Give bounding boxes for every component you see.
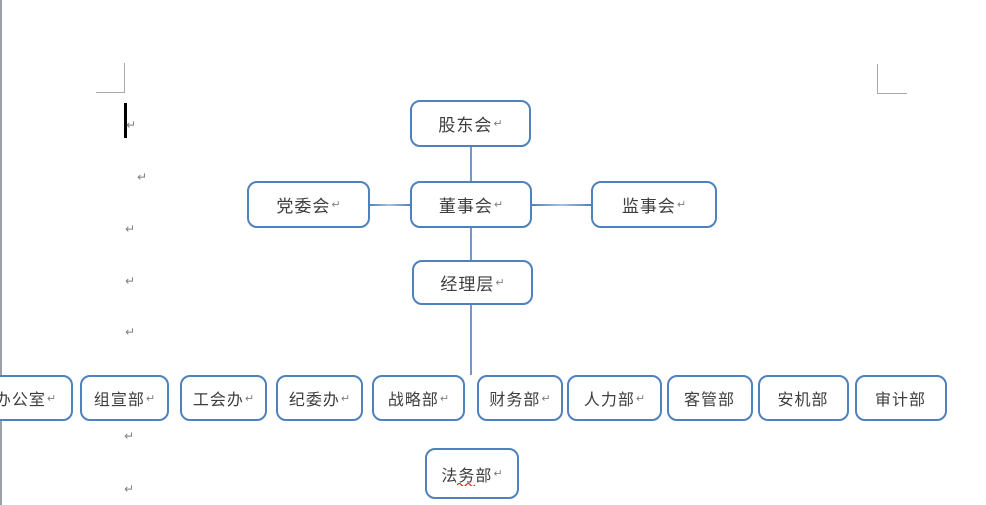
org-node-label: 审计部 bbox=[874, 392, 926, 409]
org-node-human-resources-dept[interactable]: 人力部↵ bbox=[567, 375, 662, 421]
connector-party-board[interactable] bbox=[369, 204, 410, 206]
paragraph-mark: ↵ bbox=[126, 118, 137, 132]
paragraph-mark: ↵ bbox=[125, 325, 136, 339]
text-boundary-mark-top-right bbox=[877, 64, 907, 94]
text-cursor bbox=[124, 103, 127, 138]
paragraph-mark: ↵ bbox=[340, 391, 351, 405]
org-node-board-of-directors[interactable]: 董事会↵ bbox=[410, 181, 532, 228]
org-node-supervisory-board[interactable]: 监事会↵ bbox=[591, 181, 717, 228]
paragraph-mark: ↵ bbox=[137, 170, 148, 184]
org-node-label: 纪委办 bbox=[288, 392, 340, 409]
org-node-label: 党委会 bbox=[276, 197, 331, 216]
org-node-label: 董事会 bbox=[438, 197, 493, 216]
paragraph-mark: ↵ bbox=[439, 391, 450, 405]
org-node-general-office[interactable]: 办公室↵ bbox=[0, 375, 73, 421]
org-node-label: 股东会 bbox=[438, 116, 493, 135]
org-node-organization-publicity-dept[interactable]: 组宣部↵ bbox=[80, 375, 169, 421]
spellcheck-squiggle bbox=[457, 482, 475, 486]
org-node-legal-dept[interactable]: 法务部↵ bbox=[425, 448, 519, 499]
org-node-finance-dept[interactable]: 财务部↵ bbox=[477, 375, 563, 421]
paragraph-mark: ↵ bbox=[145, 391, 156, 405]
paragraph-mark: ↵ bbox=[541, 391, 551, 405]
org-node-label: 监事会 bbox=[621, 197, 676, 216]
org-node-label: 战略部 bbox=[387, 392, 439, 409]
connector-management-departments[interactable] bbox=[470, 305, 472, 375]
org-node-discipline-office[interactable]: 纪委办↵ bbox=[276, 375, 363, 421]
connector-board-management[interactable] bbox=[470, 228, 472, 260]
paragraph-mark: ↵ bbox=[493, 198, 504, 211]
page-edge-line bbox=[0, 0, 2, 505]
org-node-label: 工会办 bbox=[192, 392, 244, 409]
paragraph-mark: ↵ bbox=[125, 274, 136, 288]
org-node-label: 人力部 bbox=[583, 392, 635, 409]
paragraph-mark: ↵ bbox=[244, 391, 255, 405]
org-node-security-machinery-dept[interactable]: 安机部 bbox=[758, 375, 849, 421]
org-node-party-committee[interactable]: 党委会↵ bbox=[247, 181, 370, 228]
org-node-management-level[interactable]: 经理层↵ bbox=[412, 260, 533, 305]
org-node-union-office[interactable]: 工会办↵ bbox=[180, 375, 267, 421]
org-node-label: 经理层 bbox=[440, 275, 495, 294]
paragraph-mark: ↵ bbox=[46, 391, 57, 405]
connector-board-supervisory[interactable] bbox=[532, 204, 591, 206]
org-node-customer-management-dept[interactable]: 客管部 bbox=[667, 375, 753, 421]
paragraph-mark: ↵ bbox=[124, 429, 135, 443]
paragraph-mark: ↵ bbox=[331, 198, 341, 211]
org-node-audit-dept[interactable]: 审计部 bbox=[855, 375, 947, 421]
org-node-label: 财务部 bbox=[489, 392, 541, 409]
paragraph-mark: ↵ bbox=[495, 276, 505, 289]
text-boundary-mark-top-left bbox=[96, 63, 125, 93]
org-node-strategy-dept[interactable]: 战略部↵ bbox=[372, 375, 465, 421]
org-node-shareholders-meeting[interactable]: 股东会↵ bbox=[410, 100, 531, 147]
paragraph-mark: ↵ bbox=[676, 198, 687, 211]
connector-shareholders-board[interactable] bbox=[470, 147, 472, 181]
paragraph-mark: ↵ bbox=[493, 117, 503, 130]
paragraph-mark: ↵ bbox=[635, 391, 646, 405]
org-node-label: 组宣部 bbox=[93, 392, 145, 409]
org-node-label: 办公室 bbox=[0, 392, 46, 409]
paragraph-mark: ↵ bbox=[124, 482, 135, 496]
org-node-label: 客管部 bbox=[683, 392, 735, 409]
paragraph-mark: ↵ bbox=[493, 467, 503, 480]
org-node-label: 安机部 bbox=[777, 392, 829, 409]
paragraph-mark: ↵ bbox=[125, 222, 136, 236]
org-node-label: 法务部 bbox=[441, 467, 493, 485]
